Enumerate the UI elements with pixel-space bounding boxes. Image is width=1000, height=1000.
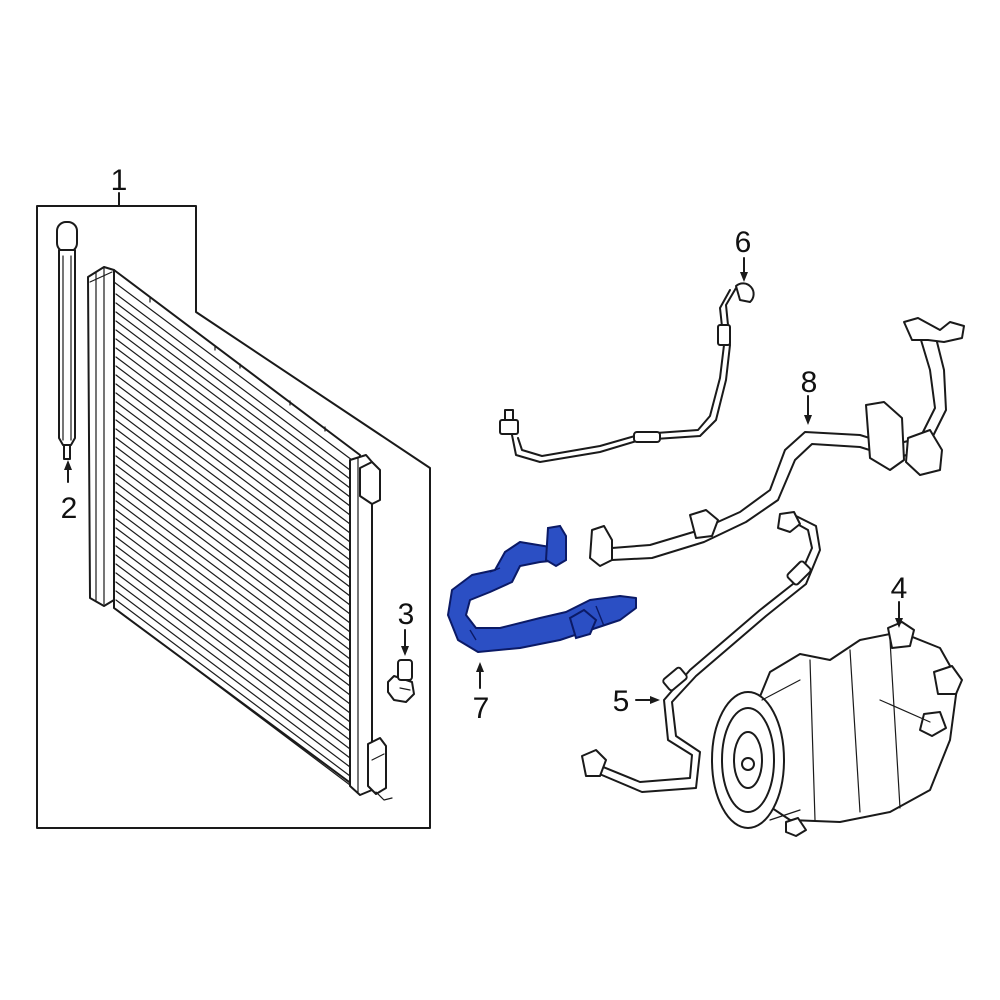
ac-compressor[interactable] <box>711 621 963 837</box>
condenser-fin <box>115 599 351 777</box>
callout-2: 2 <box>61 492 78 525</box>
condenser-fin <box>115 347 351 525</box>
condenser-plug[interactable] <box>387 659 415 703</box>
condenser-fin <box>115 473 351 651</box>
leader-7-arrow <box>476 662 484 672</box>
ac-hose-8[interactable] <box>589 317 965 567</box>
condenser-fin <box>115 446 351 624</box>
callout-3: 3 <box>398 598 415 631</box>
condenser-fin <box>115 338 351 516</box>
callout-1: 1 <box>111 164 128 197</box>
condenser-fin <box>115 608 351 786</box>
condenser-fin <box>115 518 351 696</box>
leader-8-arrow <box>804 415 812 425</box>
condenser-fin <box>115 356 351 534</box>
condenser-fin <box>115 590 351 768</box>
ac-line-6[interactable] <box>499 282 755 463</box>
condenser-fin <box>115 329 351 507</box>
receiver-drier-insert[interactable] <box>56 221 78 460</box>
condenser-fin <box>115 293 351 471</box>
condenser-fin <box>115 464 351 642</box>
condenser-fin <box>115 419 351 597</box>
condenser-fin <box>115 527 351 705</box>
leader-3-arrow <box>401 646 409 656</box>
callout-7: 7 <box>473 692 490 725</box>
ac-line-5[interactable] <box>581 511 821 793</box>
condenser-fin <box>115 455 351 633</box>
condenser-fin <box>115 581 351 759</box>
leader-6-arrow <box>740 272 748 282</box>
condenser[interactable] <box>87 266 393 801</box>
callout-6: 6 <box>735 226 752 259</box>
callout-8: 8 <box>801 366 818 399</box>
condenser-fin <box>115 437 351 615</box>
condenser-fin <box>115 500 351 678</box>
condenser-fin <box>115 491 351 669</box>
condenser-fin <box>115 482 351 660</box>
condenser-fin <box>115 545 351 723</box>
condenser-fin <box>115 536 351 714</box>
condenser-fin <box>115 383 351 561</box>
condenser-fin <box>115 365 351 543</box>
condenser-fin <box>115 401 351 579</box>
condenser-fin <box>115 428 351 606</box>
condenser-fin <box>115 563 351 741</box>
condenser-group-frame <box>36 192 431 829</box>
leader-4-arrow <box>895 618 903 628</box>
callout-4: 4 <box>891 572 908 605</box>
condenser-fin <box>115 392 351 570</box>
condenser-fin <box>115 374 351 552</box>
condenser-fin <box>115 572 351 750</box>
condenser-fin <box>115 320 351 498</box>
condenser-fin <box>115 509 351 687</box>
callout-5: 5 <box>613 685 630 718</box>
condenser-fin <box>115 554 351 732</box>
leader-5-arrow <box>650 696 660 704</box>
leader-2-arrow <box>64 460 72 470</box>
condenser-fin <box>115 410 351 588</box>
ac-hose-7-highlighted[interactable] <box>447 524 637 653</box>
condenser-fin <box>115 311 351 489</box>
condenser-fin <box>115 302 351 480</box>
